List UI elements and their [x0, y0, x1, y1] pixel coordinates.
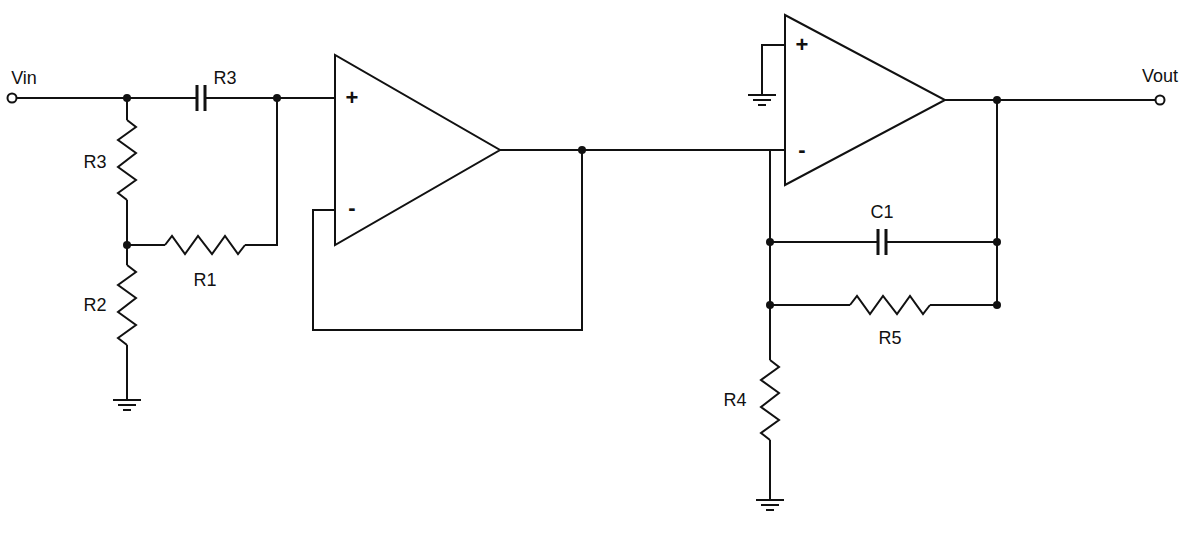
part-label: R1: [193, 271, 216, 289]
output-terminal: [1156, 96, 1165, 105]
opamp-symbol: [335, 55, 500, 245]
pin-sign: -: [348, 197, 355, 219]
wire: [127, 98, 277, 245]
wire: [769, 150, 771, 500]
signal-name: Vout: [1142, 67, 1178, 85]
pin-sign: +: [796, 34, 809, 56]
wire: [945, 99, 1155, 101]
part-label: R2: [83, 296, 106, 314]
part-label: R3: [83, 153, 106, 171]
resistor-symbol: [761, 360, 779, 440]
wire: [762, 45, 785, 95]
junction-dots: [123, 94, 1001, 309]
wire: [770, 241, 997, 243]
wire: [996, 100, 998, 305]
part-label: R4: [723, 391, 746, 409]
signal-name: Vin: [11, 69, 37, 87]
wire: [17, 97, 336, 99]
pin-sign: +: [346, 87, 359, 109]
resistor-symbol: [118, 265, 136, 345]
pin-sign: -: [798, 139, 805, 161]
resistor-symbol: [850, 296, 930, 314]
resistor-symbol: [118, 120, 136, 200]
part-label: R5: [878, 329, 901, 347]
ground-symbol: [113, 400, 141, 410]
ground-symbol: [756, 500, 784, 510]
ground-symbol: [748, 95, 776, 105]
capacitor-symbol: [197, 85, 205, 111]
part-label: C1: [870, 203, 893, 221]
input-terminal: [8, 94, 17, 103]
wire: [770, 304, 997, 306]
wire: [500, 149, 785, 151]
capacitor-symbol: [878, 229, 886, 255]
wire: [313, 150, 582, 330]
opamp-symbol: [785, 15, 945, 185]
part-label: R3: [213, 69, 236, 87]
resistor-symbol: [165, 236, 245, 254]
